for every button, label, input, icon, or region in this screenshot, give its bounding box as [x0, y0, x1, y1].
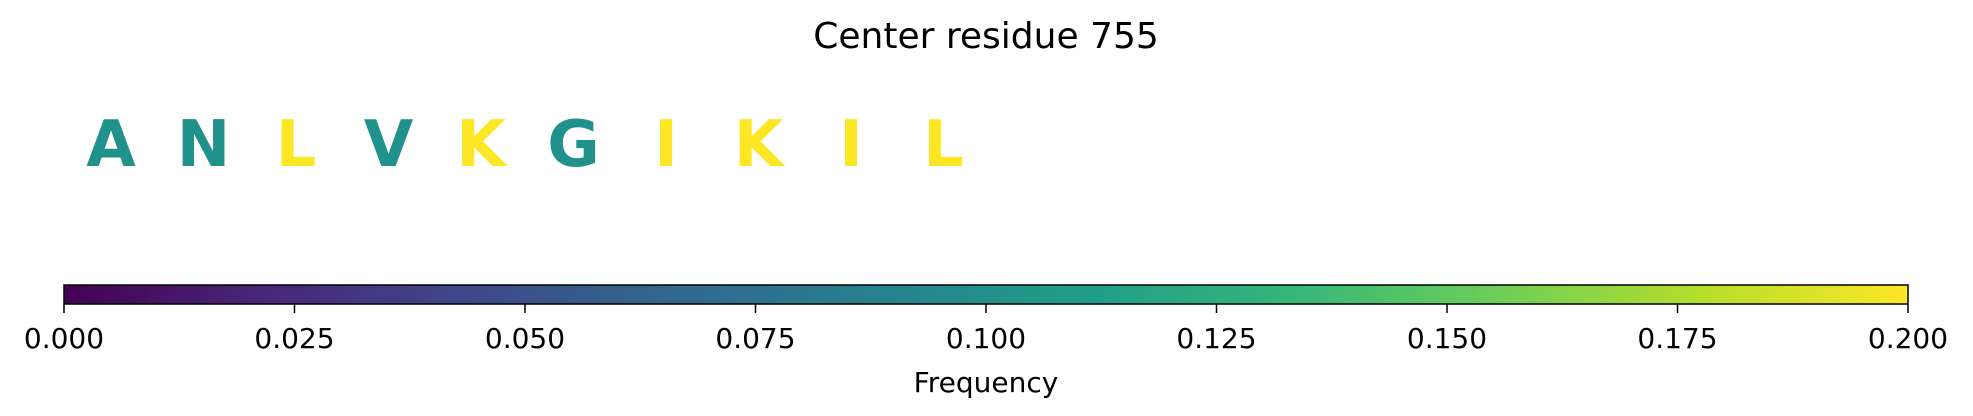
residue-letter: A [86, 108, 136, 182]
colorbar-label: Frequency [914, 366, 1059, 399]
colorbar-tick-label: 0.125 [1176, 322, 1256, 355]
residue-letter: G [547, 108, 600, 182]
colorbar-tick-label: 0.000 [24, 322, 104, 355]
residue-letter: V [364, 108, 414, 182]
residue-letter: L [923, 108, 964, 182]
colorbar-tick-label: 0.050 [485, 322, 565, 355]
colorbar-tick-label: 0.150 [1407, 322, 1487, 355]
colorbar-tick-label: 0.100 [946, 322, 1026, 355]
residue-letter: I [839, 108, 863, 182]
colorbar-tick-label: 0.200 [1868, 322, 1948, 355]
chart-title: Center residue 755 [813, 16, 1159, 57]
residue-letter: L [276, 108, 317, 182]
colorbar-tick-label: 0.075 [715, 322, 795, 355]
residue-letter: N [177, 108, 231, 182]
colorbar [63, 284, 1909, 305]
residue-letter: K [734, 108, 786, 182]
colorbar-tick-label: 0.025 [254, 322, 334, 355]
residue-letter: K [456, 108, 508, 182]
colorbar-ticks: 0.000 0.025 0.050 0.075 0.100 0.125 0.150 0.175… [24, 304, 1948, 355]
colorbar-tick-label: 0.175 [1637, 322, 1717, 355]
residue-letter: I [654, 108, 678, 182]
